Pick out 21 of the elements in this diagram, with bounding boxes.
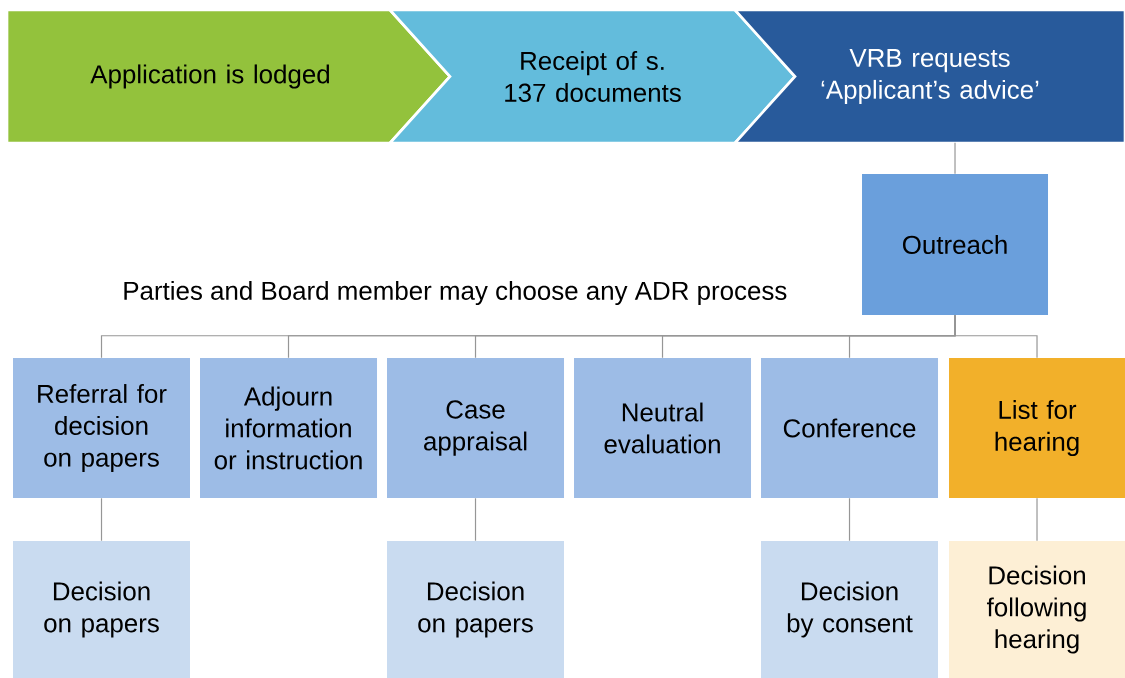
connector-line: [100, 497, 103, 542]
connector-line: [848, 497, 851, 542]
option-box: Adjourn information or instruction: [200, 358, 377, 498]
option-box: Referral for decision on papers: [13, 358, 190, 498]
option-box: List for hearing: [949, 358, 1125, 498]
connector-line: [1036, 497, 1038, 542]
note-text: Parties and Board member may choose any ADR process: [124, 280, 787, 306]
outcome-box: Decision following hearing: [949, 541, 1125, 678]
option-box: Case appraisal: [387, 358, 564, 498]
option-box: Neutral evaluation: [574, 358, 751, 498]
option-box: Conference: [761, 358, 938, 498]
connector-line: [954, 142, 956, 175]
step-band: VRB requests ‘Applicant’s advice’: [732, 8, 1125, 145]
connector-line: [474, 497, 477, 542]
outcome-box: Decision on papers: [13, 541, 190, 678]
outcome-box: Decision by consent: [761, 541, 938, 678]
process-box: Outreach: [862, 174, 1048, 315]
step-band: Application is lodged: [5, 8, 452, 145]
step-band: Receipt of s. 137 documents: [387, 8, 797, 145]
connector-line: [954, 314, 1038, 359]
outcome-box: Decision on papers: [387, 541, 564, 678]
